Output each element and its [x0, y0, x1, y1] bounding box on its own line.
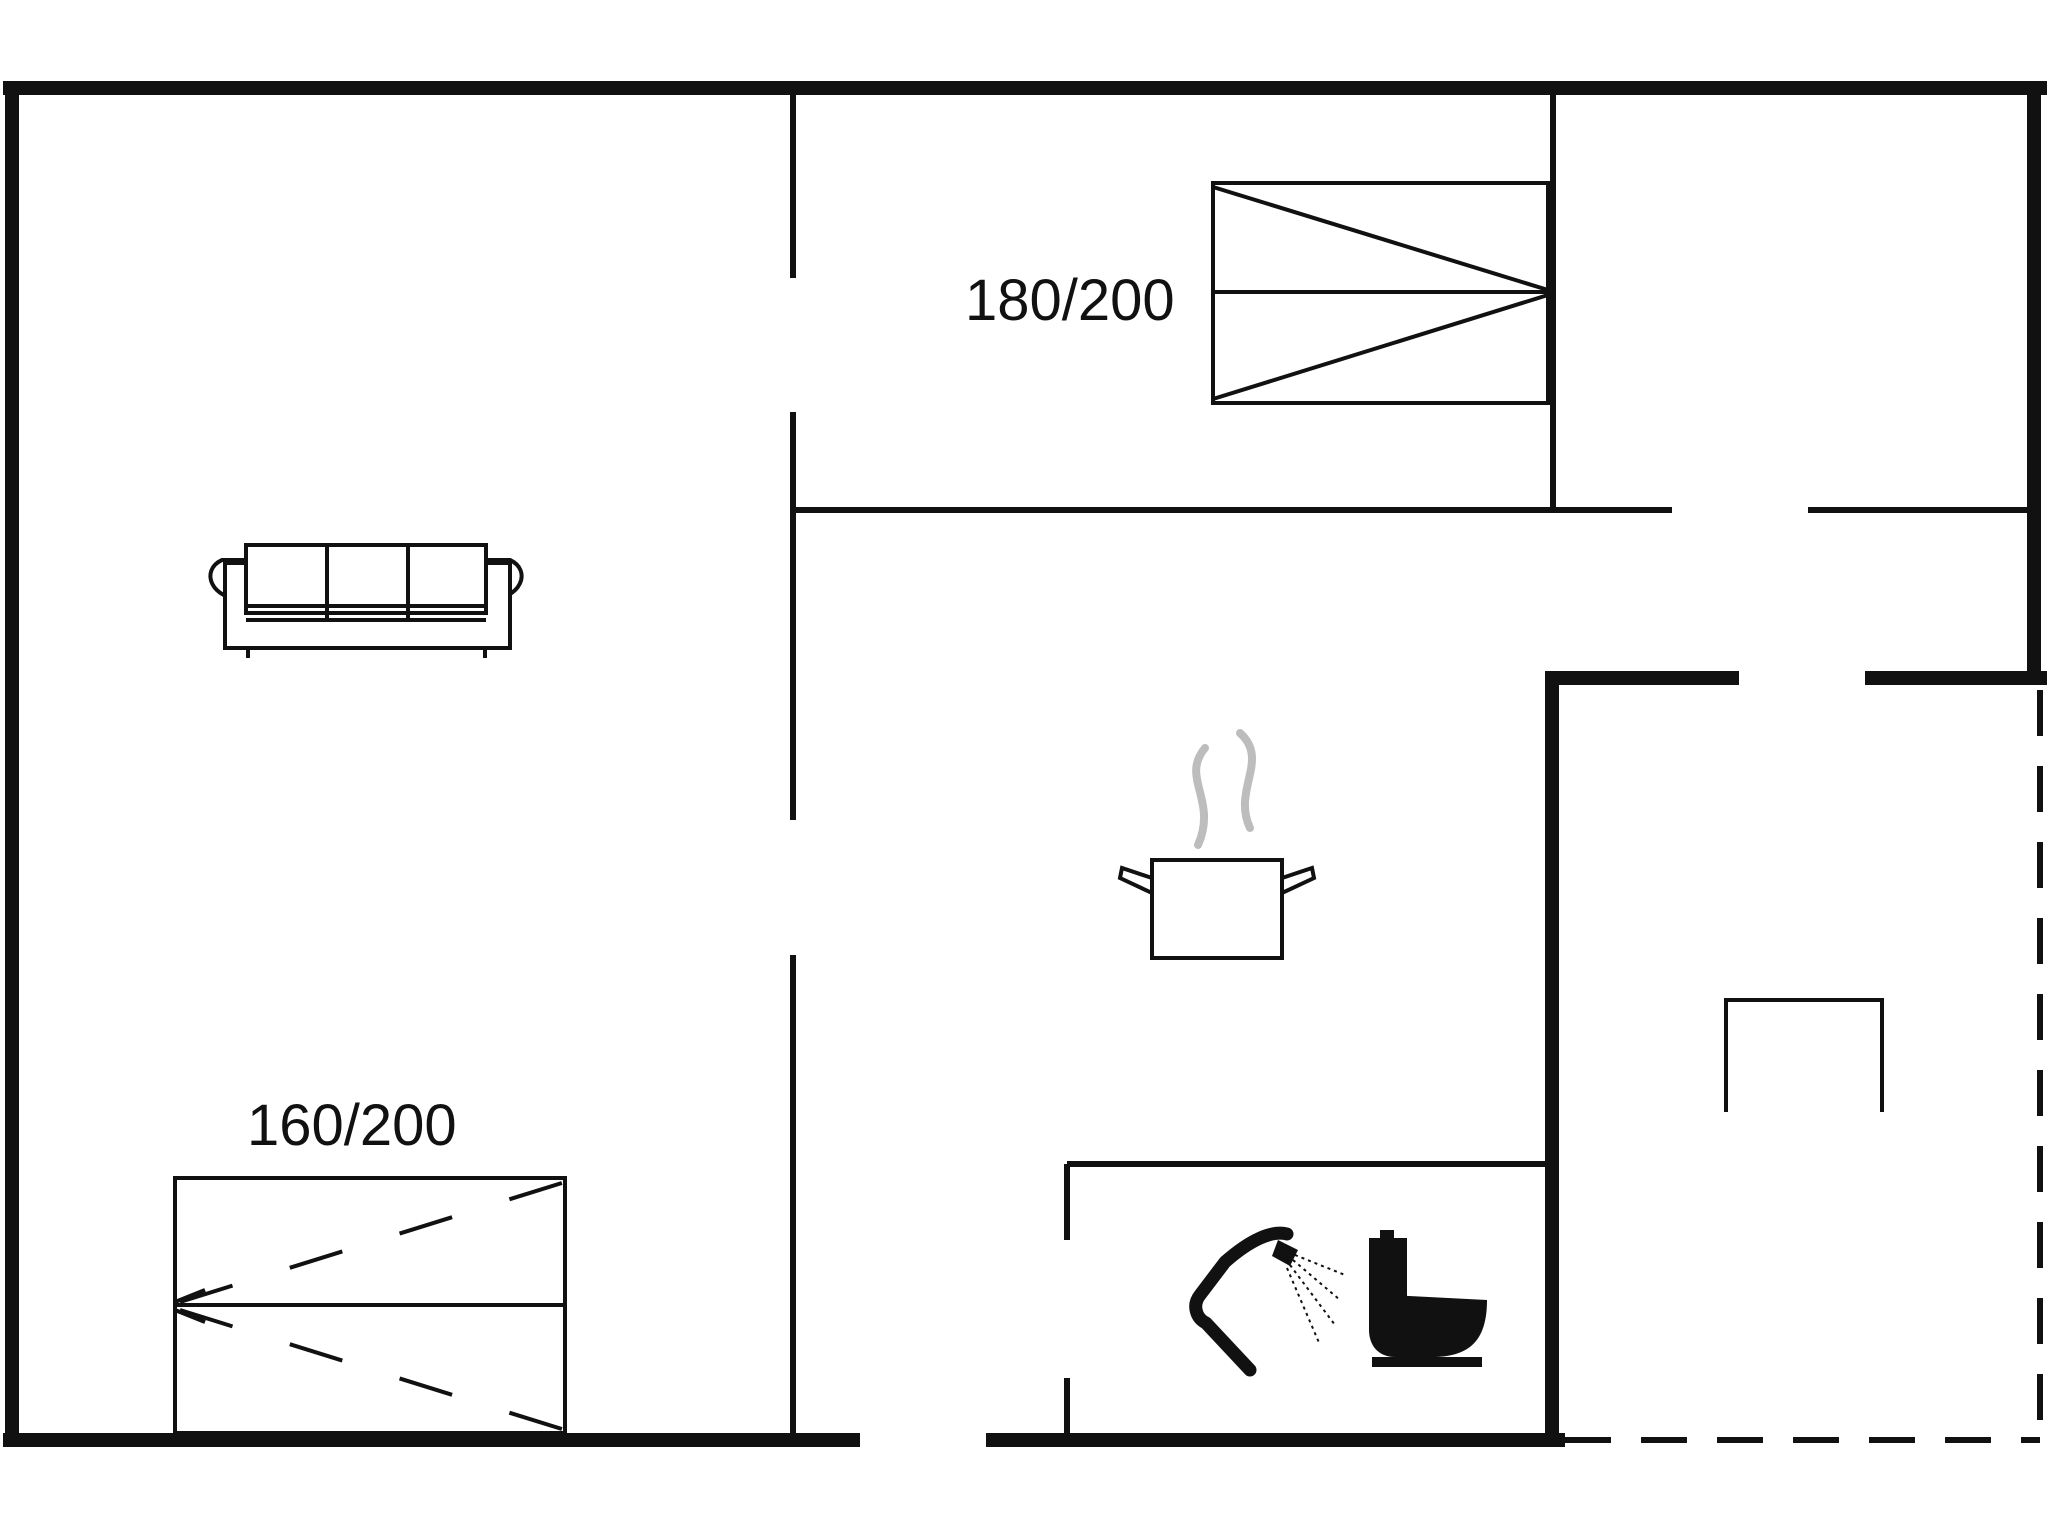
- interior-walls: [790, 88, 2034, 1440]
- exterior-walls: [3, 81, 2047, 1447]
- shower-icon: [1189, 1226, 1346, 1377]
- annex-dashed-outline: [1565, 690, 2043, 1443]
- bed-diagonal-top: [1212, 185, 1549, 292]
- bed-160-200: [173, 1176, 567, 1435]
- steam-icon: [1236, 729, 1256, 832]
- bed-arrow-top: [174, 1288, 206, 1304]
- bed-size-label: 180/200: [965, 268, 1175, 333]
- cooking-pot-icon: [1117, 729, 1317, 960]
- bed-arrow-bottom: [174, 1308, 206, 1324]
- bed-dashed-top: [179, 1180, 566, 1304]
- bed-size-label: 160/200: [247, 1093, 457, 1158]
- bed-diagonal-bottom: [1212, 293, 1549, 401]
- table-icon: [1724, 998, 1884, 1112]
- bed-dashed-bottom: [179, 1308, 566, 1432]
- sofa-icon: [208, 543, 524, 658]
- toilet-icon: [1369, 1230, 1487, 1367]
- bed-180-200: [1211, 181, 1550, 405]
- steam-icon: [1192, 744, 1209, 849]
